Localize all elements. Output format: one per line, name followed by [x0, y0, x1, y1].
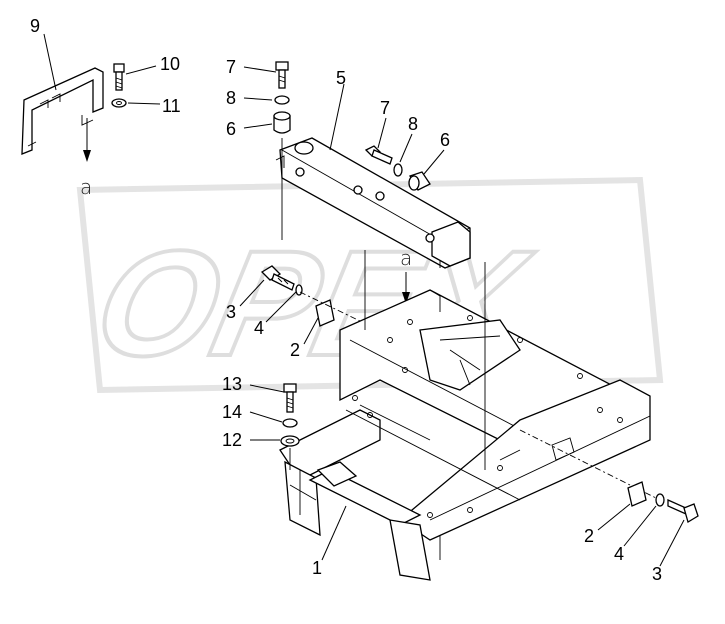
callout-5: 5	[336, 68, 346, 88]
washer-part-11	[111, 98, 127, 108]
callout-2b: 2	[584, 526, 594, 546]
reference-mark-a-right: a	[400, 246, 412, 270]
washer-part-4a	[295, 284, 303, 296]
cross-member-part-5	[275, 137, 471, 269]
washer-part-14	[282, 418, 298, 428]
callout-labels: 9 10 11 7 8 6 5 7 8 6 3 4 2 13 14 12 1 2…	[30, 16, 662, 584]
reference-mark-a-left: a	[80, 175, 92, 199]
callout-4a: 4	[254, 318, 264, 338]
callout-11: 11	[162, 96, 181, 116]
bolt-part-7a	[275, 61, 289, 89]
callout-10: 10	[160, 54, 180, 74]
callout-1: 1	[312, 558, 322, 578]
frame-part-1	[279, 289, 651, 581]
bolt-part-3a	[260, 265, 295, 291]
callout-8b: 8	[408, 114, 418, 134]
leader-lines	[43, 33, 685, 567]
callout-14: 14	[222, 402, 242, 422]
washer-part-4b	[655, 493, 665, 507]
callout-8a: 8	[226, 88, 236, 108]
bolt-part-13	[283, 383, 297, 413]
callout-6a: 6	[226, 119, 236, 139]
callout-12: 12	[222, 430, 242, 450]
ref-arrowhead-left	[83, 150, 91, 162]
spacer-part-6a	[273, 111, 291, 134]
ref-arrowhead-right	[402, 292, 410, 304]
bolt-part-10	[113, 63, 125, 91]
plate-part-2b	[627, 481, 647, 507]
callout-13: 13	[222, 374, 242, 394]
callout-7a: 7	[226, 57, 236, 77]
spacer-part-12	[280, 435, 300, 447]
callout-6b: 6	[440, 130, 450, 150]
callout-2a: 2	[290, 340, 300, 360]
callout-9: 9	[30, 16, 40, 36]
bolt-part-7b	[364, 145, 393, 165]
callout-3a: 3	[226, 302, 236, 322]
callout-7b: 7	[380, 98, 390, 118]
bolt-part-3b	[667, 498, 699, 523]
callout-3b: 3	[652, 564, 662, 584]
spacer-part-6b	[408, 171, 431, 191]
washer-part-8b	[393, 163, 403, 177]
callout-4b: 4	[614, 544, 624, 564]
bracket-part-9	[21, 67, 104, 155]
washer-part-8a	[274, 95, 290, 105]
